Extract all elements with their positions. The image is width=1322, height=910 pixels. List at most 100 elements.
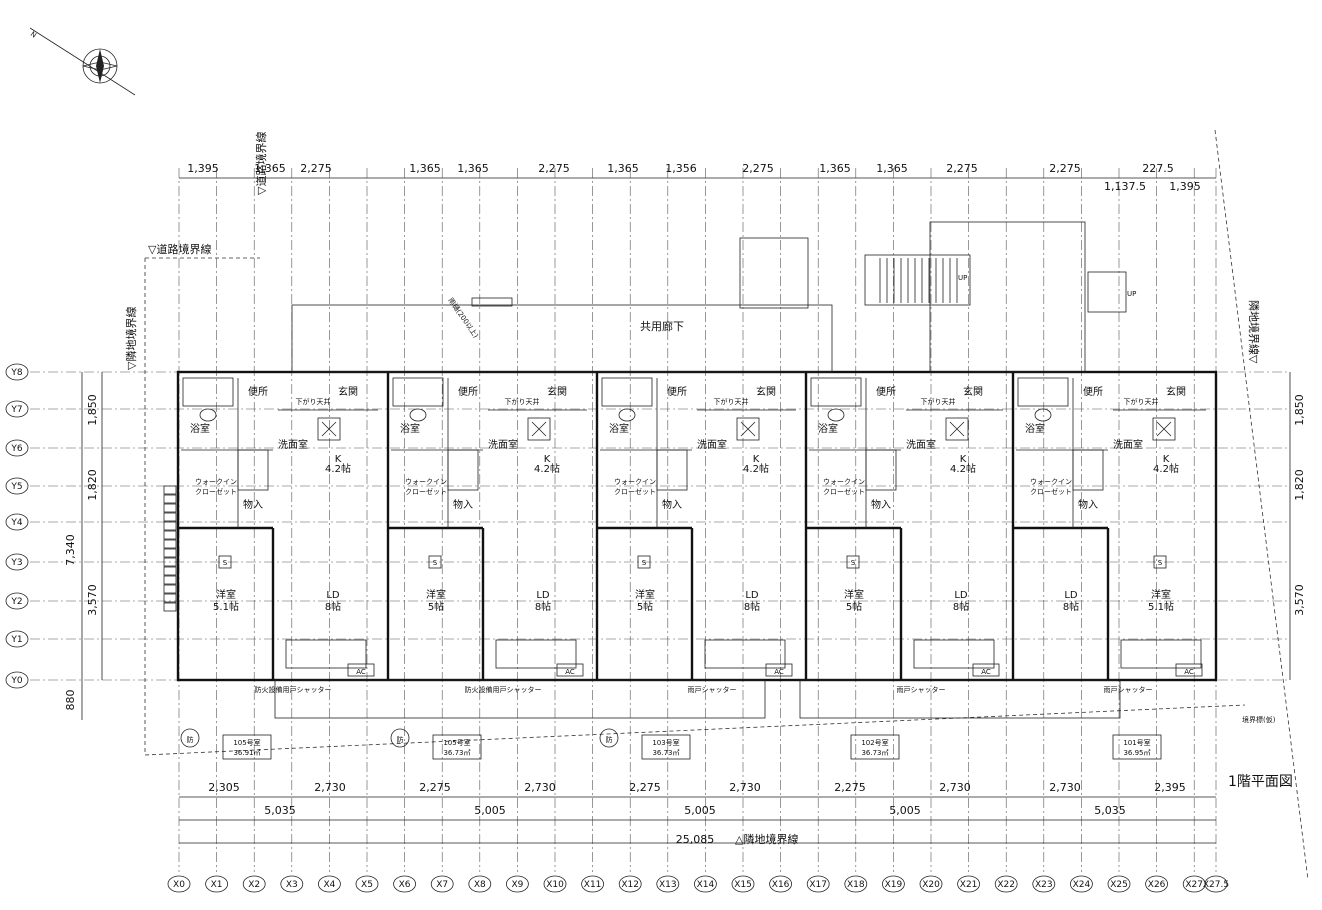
ac-label: AC: [981, 668, 991, 676]
closet-label: ウォークイン: [823, 478, 865, 486]
ld-size-label: 8帖: [1063, 600, 1079, 613]
grid-label-x: X27: [1185, 880, 1203, 890]
kitchen-sink-icon: [527, 417, 551, 441]
room-number-label: 102号室: [861, 738, 888, 747]
wash-room-label: 洗面室: [1113, 438, 1143, 451]
grid-label-y: Y4: [10, 518, 22, 528]
road-boundary-vertical-label: ▽道路境界線: [254, 132, 268, 195]
s-mark-label: S: [433, 559, 438, 567]
ld-label: LD: [745, 590, 759, 601]
neighbor-boundary-left-label: ▽隣地境界線: [124, 307, 138, 370]
closet-label-2: クローゼット: [1030, 487, 1072, 496]
western-room-size-label: 5帖: [637, 600, 653, 613]
grid-label-x: X1: [211, 880, 223, 890]
entry-label: 玄関: [756, 385, 776, 398]
unit-5: 浴室便所洗面室玄関下がり天井K4.2帖物入ウォークインクローゼット洋室5.1帖S…: [1013, 377, 1206, 760]
ld-label: LD: [326, 590, 340, 601]
top-dimension: 1,365: [457, 162, 489, 175]
bottom-dimension: 2,305: [208, 781, 240, 794]
right-dimension: 3,570: [1293, 584, 1306, 616]
western-room-label: 洋室: [635, 588, 655, 601]
kitchen-size-label: 4.2帖: [950, 462, 976, 475]
wash-room-label: 洗面室: [278, 438, 308, 451]
closet-label-2: クローゼット: [195, 487, 237, 496]
western-room-label: 洋室: [1151, 588, 1171, 601]
entry-label: 玄関: [338, 385, 358, 398]
grid-label-x: X13: [659, 880, 677, 890]
kitchen-sink-icon: [1152, 417, 1176, 441]
bottom-dimension-2: 5,035: [264, 804, 296, 817]
unit-3: 浴室便所洗面室玄関下がり天井K4.2帖物入ウォークインクローゼット洋室5帖SLD…: [597, 377, 796, 760]
neighbor-boundary-bottom-label: △隣地境界線: [735, 832, 798, 846]
western-room-label: 洋室: [426, 588, 446, 601]
grid-bubble-y: [5, 477, 29, 495]
grid-bubble-x: [731, 875, 755, 893]
kitchen-label: K: [335, 454, 342, 465]
top-dimension: 1,395: [187, 162, 219, 175]
grid-label-x: X24: [1073, 880, 1091, 890]
closet-label: ウォークイン: [405, 478, 447, 486]
kitchen-sink-icon: [317, 417, 341, 441]
grid-label-x: X16: [772, 880, 790, 890]
bath-label: 浴室: [400, 422, 420, 435]
grid-label-x: X8: [474, 880, 486, 890]
grid-bubble-x: [1145, 875, 1168, 893]
kitchen-sink-icon: [945, 417, 969, 441]
bottom-dimension: 2,730: [939, 781, 971, 794]
grid-label-x: X12: [621, 880, 639, 890]
ceiling-down-label: 下がり天井: [296, 397, 331, 406]
grid-label-y: Y6: [10, 444, 22, 454]
left-total-dimension: 7,340: [64, 534, 77, 566]
top-dimension: 1,365: [254, 162, 286, 175]
grid-bubble-x: [656, 875, 680, 893]
shutter-label: 防火設備用戸シャッター: [255, 685, 332, 694]
wash-room-label: 洗面室: [906, 438, 936, 451]
bottom-dimension-2: 5,005: [684, 804, 716, 817]
grid-bubble-x: [242, 875, 266, 893]
grid-label-y: Y5: [10, 482, 22, 492]
fire-prevention-icon: [390, 728, 410, 748]
closet-label-2: クローゼット: [614, 487, 656, 496]
grid-label-x: X0: [173, 880, 185, 890]
ceiling-down-label: 下がり天井: [921, 397, 956, 406]
top-dimension: 1,365: [819, 162, 851, 175]
toilet-label: 便所: [667, 385, 687, 398]
elevator-up-label: UP: [1127, 290, 1136, 298]
room-area-label: 36.73㎡: [443, 749, 470, 757]
room-area-label: 36.73㎡: [652, 749, 679, 757]
grid-label-x: X6: [399, 880, 411, 890]
building-outline: [176, 221, 1218, 719]
grid-bubble-x: [694, 875, 717, 893]
ceiling-down-label: 下がり天井: [505, 397, 540, 406]
grid-bubble-x: [167, 875, 191, 893]
kitchen-label: K: [960, 454, 967, 465]
western-room-label: 洋室: [844, 588, 864, 601]
storage-label: 物入: [662, 498, 682, 511]
bottom-dimension: 2,730: [729, 781, 761, 794]
corridor-label: 共用廊下: [640, 319, 684, 333]
grid-bubble-x: [769, 875, 792, 893]
bottom-dimension: 2,730: [1049, 781, 1081, 794]
rain-gutter-note: 雨樋(200以上): [446, 296, 480, 340]
s-mark-label: S: [223, 559, 228, 567]
room-area-label: 36.95㎡: [1123, 749, 1150, 757]
left-dimension: 3,570: [86, 584, 99, 616]
shutter-label: 防火設備用戸シャッター: [465, 685, 542, 694]
grid-label-x: X22: [997, 880, 1015, 890]
top-dimension: 1,365: [409, 162, 441, 175]
closet-label-2: クローゼット: [823, 487, 865, 496]
grid-label-x: X15: [734, 880, 752, 890]
grid-bubble-x: [317, 875, 341, 893]
bottom-dimension: 2,395: [1154, 781, 1186, 794]
ld-label: LD: [1064, 590, 1078, 601]
bottom-dimension: 2,730: [314, 781, 346, 794]
top-dimension: 2,275: [946, 162, 978, 175]
unit-2: 浴室便所洗面室玄関下がり天井K4.2帖物入ウォークインクローゼット洋室5帖SLD…: [388, 377, 587, 760]
grid-label-x: X21: [960, 880, 978, 890]
bottom-total-dimension: 25,085: [676, 833, 715, 846]
boundary-lines: [144, 129, 1309, 881]
grid-bubble-x: [618, 875, 642, 893]
toilet-label: 便所: [876, 385, 896, 398]
left-dimension: 880: [64, 690, 77, 711]
